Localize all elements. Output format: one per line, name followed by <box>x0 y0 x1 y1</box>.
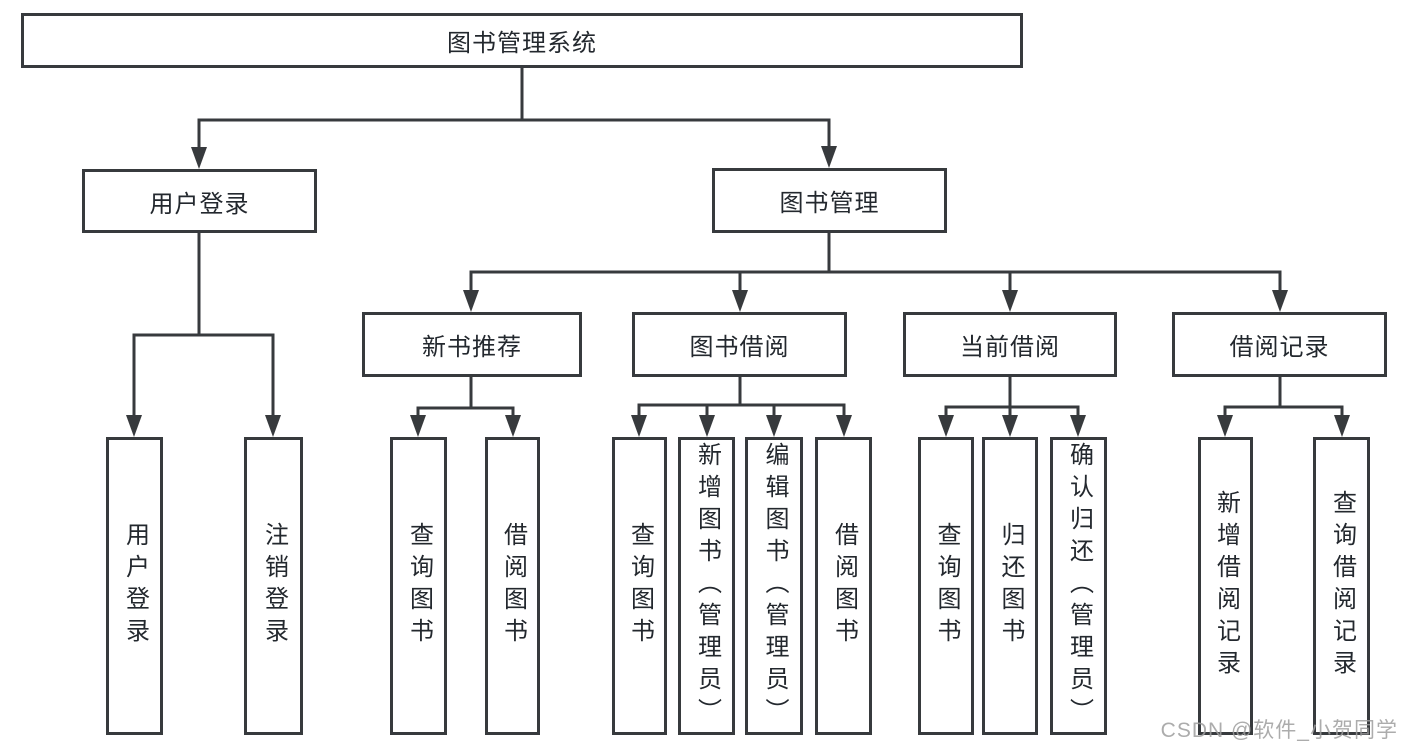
arrowhead-icon <box>699 415 715 437</box>
node-label: 查询借阅记录 <box>1328 490 1356 682</box>
node-label: 图书管理 <box>779 190 880 217</box>
node-book-borrowing: 图书借阅 <box>632 312 847 377</box>
arrowhead-icon <box>766 415 782 437</box>
arrowhead-icon <box>1070 415 1086 437</box>
node-book-management: 图书管理 <box>712 168 947 233</box>
node-label: 借阅图书 <box>499 522 527 650</box>
arrowhead-icon <box>463 290 479 312</box>
node-label: 图书借阅 <box>689 334 790 361</box>
node-borrow-books-1: 借阅图书 <box>485 437 540 735</box>
arrowhead-icon <box>938 415 954 437</box>
arrowhead-icon <box>836 415 852 437</box>
node-new-book-recommend: 新书推荐 <box>362 312 582 377</box>
node-label: 借阅图书 <box>830 522 858 650</box>
arrowhead-icon <box>505 415 521 437</box>
node-label: 借阅记录 <box>1229 334 1330 361</box>
node-user-login: 用户登录 <box>82 169 317 233</box>
node-label: 新书推荐 <box>422 334 522 361</box>
node-query-books-1: 查询图书 <box>390 437 447 735</box>
node-confirm-return-admin: 确认归还（管理员） <box>1050 437 1107 735</box>
node-add-borrow-record: 新增借阅记录 <box>1198 437 1253 735</box>
node-label: 新增借阅记录 <box>1212 490 1240 682</box>
node-query-books-2: 查询图书 <box>612 437 667 735</box>
arrowhead-icon <box>1217 415 1233 437</box>
node-borrow-records: 借阅记录 <box>1172 312 1387 377</box>
arrowhead-icon <box>1002 290 1018 312</box>
csdn-watermark: CSDN @软件_小贺同学 <box>1160 719 1398 742</box>
node-label: 确认归还（管理员） <box>1065 442 1093 730</box>
node-label: 用户登录 <box>121 522 149 650</box>
arrowhead-icon <box>126 415 142 437</box>
node-label: 新增图书（管理员） <box>693 442 721 730</box>
node-label: 用户登录 <box>149 190 250 218</box>
arrowhead-icon <box>191 147 207 169</box>
arrowhead-icon <box>732 290 748 312</box>
node-add-books-admin: 新增图书（管理员） <box>678 437 735 735</box>
arrowhead-icon <box>265 415 281 437</box>
node-current-borrowing: 当前借阅 <box>903 312 1117 377</box>
node-user-login-action: 用户登录 <box>106 437 163 735</box>
node-logout-action: 注销登录 <box>244 437 303 735</box>
node-label: 查询图书 <box>626 522 654 650</box>
node-label: 查询图书 <box>405 522 433 650</box>
arrowhead-icon <box>410 415 426 437</box>
node-edit-books-admin: 编辑图书（管理员） <box>745 437 803 735</box>
node-query-books-3: 查询图书 <box>918 437 974 735</box>
arrowhead-icon <box>821 146 837 168</box>
arrowhead-icon <box>631 415 647 437</box>
node-label: 归还图书 <box>997 522 1024 650</box>
node-return-books: 归还图书 <box>982 437 1038 735</box>
node-label: 查询图书 <box>933 522 960 650</box>
arrowhead-icon <box>1002 415 1018 437</box>
arrowhead-icon <box>1334 415 1350 437</box>
arrowhead-icon <box>1272 290 1288 312</box>
node-label: 图书管理系统 <box>447 30 597 57</box>
node-label: 编辑图书（管理员） <box>761 442 788 730</box>
node-query-borrow-record: 查询借阅记录 <box>1313 437 1370 735</box>
node-system-root: 图书管理系统 <box>21 13 1023 68</box>
node-label: 注销登录 <box>260 522 288 650</box>
node-borrow-books-2: 借阅图书 <box>815 437 872 735</box>
node-label: 当前借阅 <box>960 334 1060 361</box>
